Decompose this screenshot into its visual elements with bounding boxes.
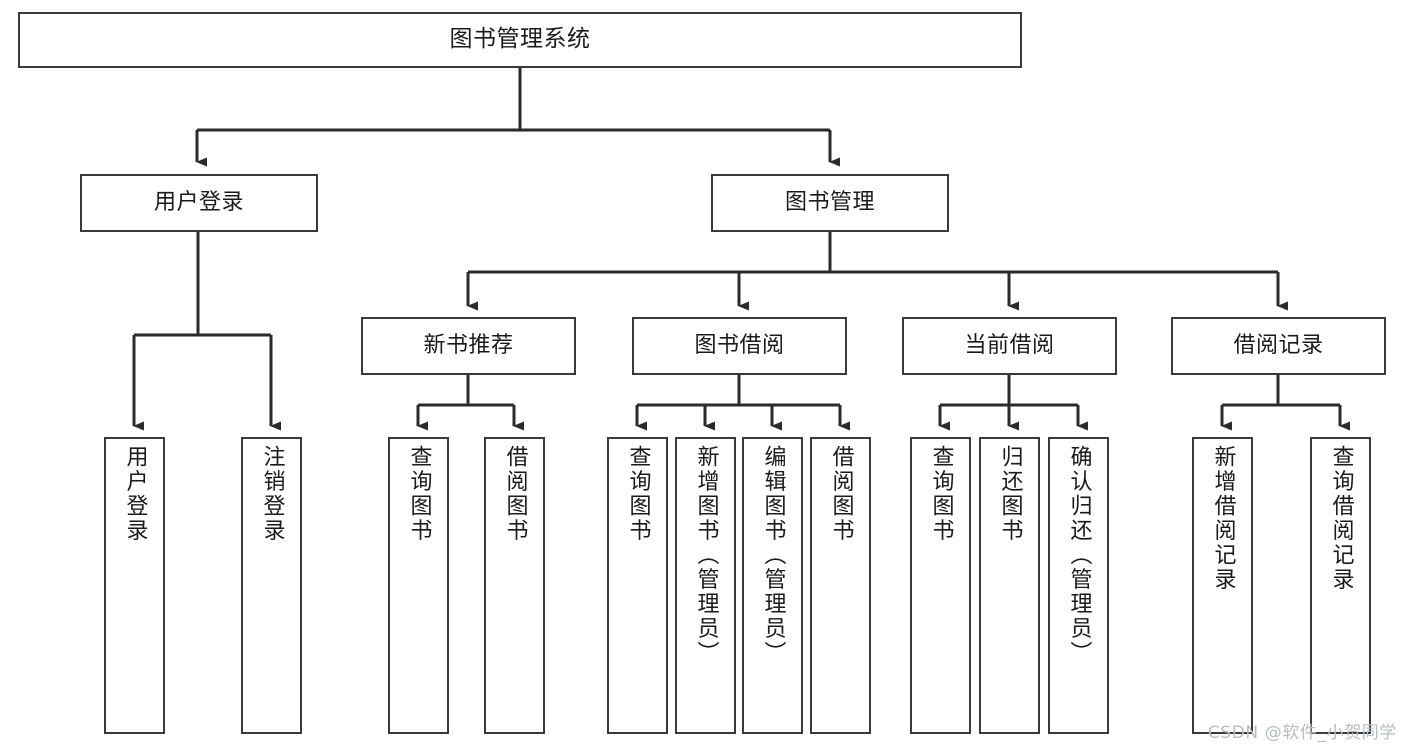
node-label: 归还图书: [997, 445, 1023, 543]
node-book-borrow[interactable]: 图书借阅: [632, 317, 847, 375]
node-label: 注销登录: [259, 445, 285, 543]
node-root-book-management-system[interactable]: 图书管理系统: [18, 12, 1022, 68]
node-label: 借阅图书: [502, 445, 528, 543]
leaf-add-borrow-record[interactable]: 新增借阅记录: [1192, 437, 1253, 734]
leaf-return-book[interactable]: 归还图书: [979, 437, 1040, 734]
node-label: 新书推荐: [423, 333, 514, 359]
leaf-borrow-book[interactable]: 借阅图书: [810, 437, 871, 734]
leaf-query-book-recommend[interactable]: 查询图书: [388, 437, 449, 734]
node-label: 借阅记录: [1233, 333, 1324, 359]
node-label: 新增图书（管理员）: [693, 445, 719, 666]
node-label: 当前借阅: [964, 333, 1055, 359]
node-label: 确认归还（管理员）: [1066, 445, 1092, 666]
leaf-borrow-book-recommend[interactable]: 借阅图书: [484, 437, 545, 734]
node-label: 查询图书: [625, 445, 651, 543]
node-book-management[interactable]: 图书管理: [711, 174, 949, 232]
node-current-borrow[interactable]: 当前借阅: [902, 317, 1117, 375]
node-label: 借阅图书: [828, 445, 854, 543]
leaf-query-borrow-record[interactable]: 查询借阅记录: [1310, 437, 1371, 734]
leaf-add-book-admin[interactable]: 新增图书（管理员）: [675, 437, 736, 734]
node-label: 图书管理: [784, 190, 875, 216]
node-label: 编辑图书（管理员）: [760, 445, 786, 666]
node-label: 查询借阅记录: [1328, 445, 1354, 592]
node-label: 图书借阅: [694, 333, 785, 359]
leaf-query-book-borrow[interactable]: 查询图书: [607, 437, 668, 734]
node-label: 查询图书: [928, 445, 954, 543]
leaf-query-book-current[interactable]: 查询图书: [910, 437, 971, 734]
node-label: 查询图书: [406, 445, 432, 543]
leaf-user-login[interactable]: 用户登录: [104, 437, 165, 734]
leaf-user-logout[interactable]: 注销登录: [241, 437, 302, 734]
node-label: 新增借阅记录: [1210, 445, 1236, 592]
node-label: 用户登录: [122, 445, 148, 543]
node-label: 用户登录: [153, 190, 244, 216]
leaf-edit-book-admin[interactable]: 编辑图书（管理员）: [742, 437, 803, 734]
node-label: 图书管理系统: [449, 26, 591, 53]
node-new-book-recommend[interactable]: 新书推荐: [361, 317, 576, 375]
node-borrow-record[interactable]: 借阅记录: [1171, 317, 1386, 375]
node-user-login[interactable]: 用户登录: [80, 174, 318, 232]
leaf-confirm-return-admin[interactable]: 确认归还（管理员）: [1048, 437, 1109, 734]
